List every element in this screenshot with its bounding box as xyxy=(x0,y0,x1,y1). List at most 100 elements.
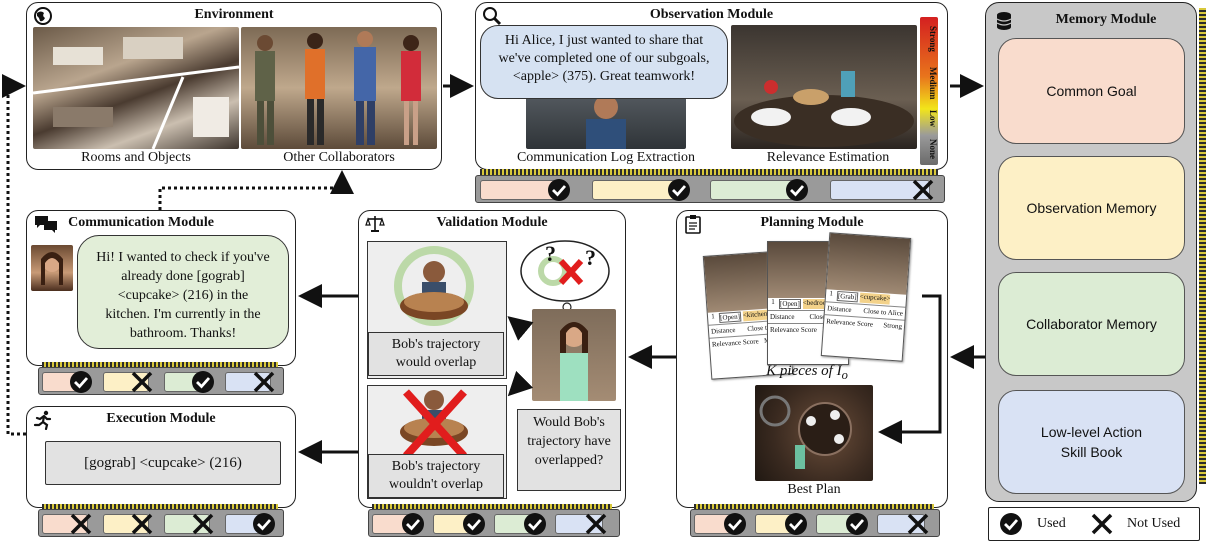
collaborator-figure-2 xyxy=(305,33,325,145)
legend: Used Not Used xyxy=(988,507,1200,541)
thought-cloud-icon: ? ? xyxy=(520,240,610,315)
planning-panel: Planning Module 1[Open]<kitchen>Distance… xyxy=(676,210,948,508)
plan-step: 1 xyxy=(771,298,775,306)
collaborators-caption: Other Collaborators xyxy=(283,150,395,165)
overlap-text-box: Bob's trajectory would overlap xyxy=(368,332,504,376)
memory-card-collaborator: Collaborator Memory xyxy=(998,272,1185,376)
plan-target: <bedroom> xyxy=(802,299,836,309)
environment-title: Environment xyxy=(194,7,274,22)
used-check-icon xyxy=(402,513,424,535)
execution-title: Execution Module xyxy=(106,411,216,426)
relevance-scene-image xyxy=(731,25,917,149)
communication-status-bar xyxy=(38,367,284,395)
scale-label-none: None xyxy=(928,139,938,159)
k-pieces-text: K pieces of I xyxy=(766,363,842,379)
used-check-icon xyxy=(1000,513,1022,535)
status-chip-skill xyxy=(877,513,929,535)
status-chip-observation xyxy=(592,179,690,201)
used-check-icon xyxy=(463,513,485,535)
used-check-icon xyxy=(253,513,275,535)
planning-status-stripe xyxy=(694,504,934,511)
used-check-icon xyxy=(668,179,690,201)
communication-speech-bubble: Hi! I wanted to check if you've already … xyxy=(77,235,289,349)
status-chip-observation xyxy=(433,513,485,535)
k-pieces-caption: K pieces of Io xyxy=(717,363,897,383)
no-overlap-scenario-box: Bob's trajectory wouldn't overlap xyxy=(367,385,507,499)
observation-status-bar xyxy=(475,175,945,203)
plan-closeness: Close to Alice xyxy=(863,306,904,318)
running-icon xyxy=(33,410,52,430)
relevance-estimation-caption: Relevance Estimation xyxy=(766,150,890,165)
memory-status-stripe xyxy=(1199,8,1206,484)
not-used-cross-icon xyxy=(1091,513,1113,535)
not-used-cross-icon xyxy=(912,179,934,201)
plan-distance: Distance xyxy=(826,304,852,315)
collaborator-figure-3 xyxy=(354,31,376,145)
planning-title: Planning Module xyxy=(760,215,864,230)
memory-card-observation: Observation Memory xyxy=(998,156,1185,260)
used-check-icon xyxy=(724,513,746,535)
status-chip-collaborator xyxy=(710,179,808,201)
environment-panel: Environment Rooms and Objects Other Coll… xyxy=(26,2,442,170)
status-chip-collaborator xyxy=(816,513,868,535)
not-used-cross-icon xyxy=(585,513,607,535)
svg-text:?: ? xyxy=(585,245,596,270)
cross-icon xyxy=(403,389,467,459)
planning-status-bar xyxy=(690,509,940,537)
observation-panel: Observation Module Hi Alice, I just want… xyxy=(475,2,948,170)
legend-not-used-label: Not Used xyxy=(1127,516,1181,531)
legend-used-label: Used xyxy=(1037,516,1066,531)
execution-panel: Execution Module [gograb] <cupcake> (216… xyxy=(26,406,296,508)
chat-icon xyxy=(35,216,57,233)
no-overlap-illustration xyxy=(400,389,468,459)
not-used-cross-icon xyxy=(131,371,153,393)
overlap-illustration xyxy=(394,246,474,326)
memory-card-skill-book: Low-level Action Skill Book xyxy=(998,390,1185,494)
status-chip-observation xyxy=(103,513,153,535)
status-chip-common-goal xyxy=(372,513,424,535)
validation-panel: Validation Module Bob's trajectory would… xyxy=(358,210,626,508)
plan-action: [Open] xyxy=(779,299,801,309)
collaborator-figure-1 xyxy=(255,35,275,145)
collaborators-image xyxy=(241,27,437,149)
status-chip-observation xyxy=(103,371,153,393)
used-check-icon xyxy=(785,513,807,535)
used-check-icon xyxy=(846,513,868,535)
memory-card-common-goal: Common Goal xyxy=(998,38,1185,144)
plan-action: [Grab] xyxy=(836,290,858,303)
collaborator-figure-4 xyxy=(401,35,421,145)
plan-step: 1 xyxy=(710,312,716,321)
status-chip-skill xyxy=(830,179,934,201)
overlap-scenario-box: Bob's trajectory would overlap xyxy=(367,241,507,379)
status-chip-skill xyxy=(225,513,275,535)
globe-icon xyxy=(34,7,52,25)
plan-step: 1 xyxy=(829,289,834,298)
plan-target: <cupcake> xyxy=(859,292,891,305)
best-plan-image xyxy=(755,385,873,481)
validation-question-box: Would Bob's trajectory have overlapped? xyxy=(517,409,621,491)
validation-title: Validation Module xyxy=(436,215,548,230)
plan-relevance-label: Relevance Score xyxy=(711,337,759,349)
k-pieces-subscript: o xyxy=(841,368,848,382)
plan-relevance-level: Strong xyxy=(883,321,903,331)
execution-status-stripe xyxy=(42,504,278,511)
communication-panel: Communication Module Hi! I wanted to che… xyxy=(26,210,296,366)
observation-title: Observation Module xyxy=(649,7,774,22)
status-chip-observation xyxy=(755,513,807,535)
not-used-cross-icon xyxy=(131,513,153,535)
validation-status-bar xyxy=(368,509,620,537)
relevance-scale-bar xyxy=(920,17,938,165)
status-chip-common-goal xyxy=(480,179,570,201)
scale-label-medium: Medium xyxy=(928,66,938,100)
scale-icon xyxy=(365,216,385,232)
svg-text:?: ? xyxy=(545,241,556,266)
observation-status-stripe xyxy=(480,169,938,176)
database-icon xyxy=(996,12,1012,30)
used-check-icon xyxy=(192,371,214,393)
status-chip-common-goal xyxy=(42,371,92,393)
rooms-caption: Rooms and Objects xyxy=(81,150,191,165)
scale-label-low: Low xyxy=(928,110,938,128)
status-chip-collaborator xyxy=(494,513,546,535)
